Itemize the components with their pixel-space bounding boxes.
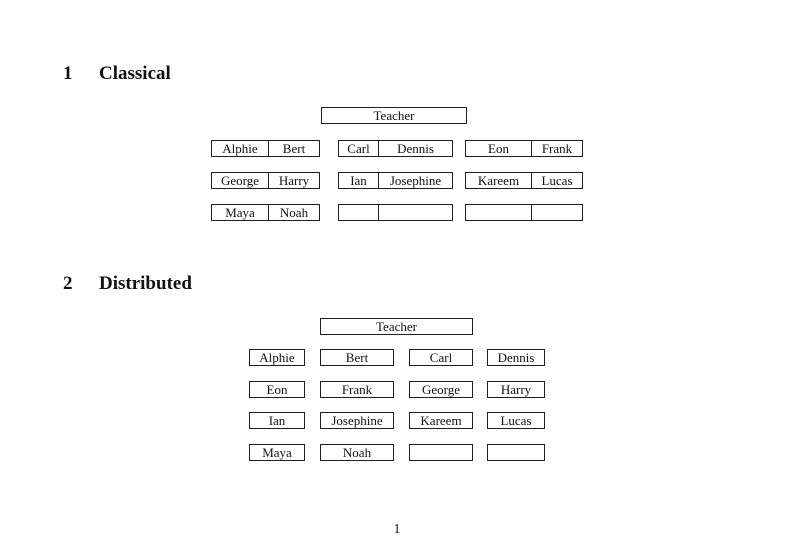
desk-seat	[339, 205, 379, 220]
desk-box-empty	[338, 204, 453, 221]
desk-box: Frank	[320, 381, 394, 398]
teacher-box-distributed: Teacher	[320, 318, 473, 335]
desk-seat: Eon	[266, 382, 288, 397]
desk-box-empty	[465, 204, 583, 221]
desk-box: Carl Dennis	[338, 140, 453, 157]
section-number: 2	[63, 273, 73, 294]
desk-seat: Bert	[345, 350, 369, 365]
desk-box: Maya Noah	[211, 204, 320, 221]
desk-box: George Harry	[211, 172, 320, 189]
desk-box-empty	[487, 444, 545, 461]
desk-box: Alphie	[249, 349, 305, 366]
desk-seat: Kareem	[420, 413, 462, 428]
section-heading-classical: 1 Classical	[63, 64, 171, 84]
desk-seat: Josephine	[331, 413, 383, 428]
desk-seat	[466, 205, 532, 220]
section-title: Distributed	[99, 273, 192, 294]
desk-seat: Noah	[279, 205, 309, 220]
desk-box: Eon Frank	[465, 140, 583, 157]
desk-seat: George	[212, 173, 269, 188]
desk-seat: Maya	[262, 445, 292, 460]
desk-box-empty	[409, 444, 473, 461]
desk-box: Kareem Lucas	[465, 172, 583, 189]
desk-box: Alphie Bert	[211, 140, 320, 157]
desk-box: Harry	[487, 381, 545, 398]
desk-box: Ian Josephine	[338, 172, 453, 189]
desk-seat: Lucas	[500, 413, 532, 428]
desk-box: Dennis	[487, 349, 545, 366]
desk-box: Lucas	[487, 412, 545, 429]
desk-seat: Lucas	[541, 173, 573, 188]
desk-seat: Dennis	[397, 141, 434, 156]
desk-seat: Bert	[282, 141, 306, 156]
desk-seat: Carl	[339, 141, 379, 156]
desk-seat: Alphie	[259, 350, 295, 365]
desk-seat: Noah	[342, 445, 372, 460]
section-number: 1	[63, 63, 73, 84]
desk-seat	[532, 205, 582, 220]
desk-seat: Maya	[212, 205, 269, 220]
desk-seat: George	[421, 382, 461, 397]
desk-box: Noah	[320, 444, 394, 461]
desk-box: Bert	[320, 349, 394, 366]
desk-box: Ian	[249, 412, 305, 429]
desk-box: Carl	[409, 349, 473, 366]
section-title: Classical	[99, 63, 171, 84]
desk-seat: Ian	[339, 173, 379, 188]
desk-box: Eon	[249, 381, 305, 398]
desk-box: Maya	[249, 444, 305, 461]
desk-seat	[379, 205, 452, 220]
desk-seat: Dennis	[497, 350, 535, 365]
desk-seat: Harry	[278, 173, 310, 188]
teacher-label: Teacher	[373, 108, 415, 123]
desk-seat: Kareem	[466, 173, 532, 188]
teacher-label: Teacher	[376, 319, 417, 334]
section-heading-distributed: 2 Distributed	[63, 274, 192, 294]
desk-box: Kareem	[409, 412, 473, 429]
desk-seat: Ian	[268, 413, 286, 428]
desk-seat: Alphie	[212, 141, 269, 156]
desk-seat: Frank	[341, 382, 373, 397]
desk-seat: Harry	[500, 382, 532, 397]
desk-seat: Eon	[466, 141, 532, 156]
desk-seat: Josephine	[389, 173, 442, 188]
teacher-box-classical: Teacher	[321, 107, 467, 124]
desk-seat: Frank	[541, 141, 573, 156]
page-number: 1	[393, 521, 401, 536]
desk-box: Josephine	[320, 412, 394, 429]
desk-seat: Carl	[429, 350, 453, 365]
desk-box: George	[409, 381, 473, 398]
